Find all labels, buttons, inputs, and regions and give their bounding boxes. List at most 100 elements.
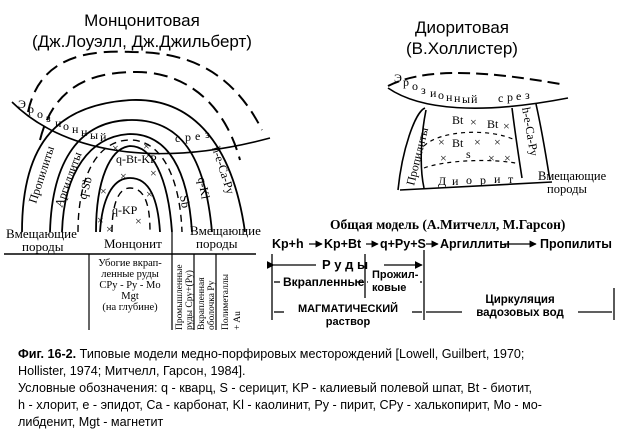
left-host-rocks-right-line2: породы [196,236,238,251]
left-ore-lower-text: Убогие вкрап- ленные руды CPy - Py - Mo … [98,258,162,313]
svg-text:×: × [474,135,481,149]
svg-text:Mgt: Mgt [121,291,139,302]
svg-text:й: й [471,92,478,106]
left-intrusion-label: Монцонит [104,236,162,251]
right-inner-dashed [423,131,521,169]
svg-text:×: × [100,184,107,198]
ore-disseminated-line2: оболочка Py [206,280,217,330]
svg-text:с: с [175,131,180,145]
flow-q-py-s: q+Py+S [380,237,426,251]
left-erosion-surface [11,101,271,155]
magmatic-label-line2: раствор [326,316,371,328]
caption-line-5: либденит, Mgt - магнетит [18,415,164,429]
svg-text:×: × [120,169,127,183]
ores-label: Р у д ы [322,257,368,272]
svg-text:Д: Д [438,174,446,188]
right-bt2-label: Bt [487,117,499,131]
caption-line-3: Условные обозначения: q - кварц, S - сер… [18,381,533,395]
svg-text:н: н [81,125,88,139]
left-authors: (Дж.Лоуэлл, Дж.Джильберт) [32,32,252,51]
svg-text:з: з [421,83,426,97]
right-diorite-label: Д и о р и т [438,172,514,188]
disseminated-label: Вкрапленные [283,275,365,289]
svg-text:×: × [150,166,157,180]
left-q-bt-kp-label: q-Bt-KP [116,152,157,166]
left-q-kp-label: q-KP [112,203,138,217]
svg-text:×: × [504,151,511,165]
right-host-rocks-line2: породы [547,182,587,196]
svg-text:и: и [494,172,501,186]
flow-kp-bt: Kp+Bt [324,237,362,251]
svg-text:Э: Э [18,97,26,111]
svg-text:о: о [438,88,444,102]
svg-text:×: × [146,187,153,201]
caption-fig-label: Фиг. 16-2. [18,347,77,361]
left-cross-markers: ×× ×× ×× ×× × [97,139,157,236]
svg-text:и: и [430,86,437,100]
svg-text:з: з [46,111,51,125]
left-host-rocks-line1: Вмещающие [6,226,77,241]
right-erosion-label: Э р о з и о н н ы й с р е з [394,71,530,106]
svg-text:р: р [28,102,34,116]
svg-text:×: × [112,141,119,155]
left-host-rocks-right-line1: Вмещающие [190,223,261,238]
svg-text:н: н [72,122,79,136]
circulation-label-line1: Циркуляция [485,294,554,306]
svg-text:ленные руды: ленные руды [101,269,159,280]
right-erosion-surface [387,87,569,109]
right-cross-markers: ×× ×× ×× ×× [438,115,511,165]
right-title: Диоритовая [415,18,509,37]
caption-text-1: Типовые модели медно-порфировых месторож… [76,347,525,361]
svg-text:×: × [494,135,501,149]
svg-text:р: р [185,130,191,144]
svg-text:е: е [516,89,521,103]
ore-disseminated-line1: Вкрапленная [197,277,207,330]
svg-text:×: × [106,222,113,236]
svg-text:о: о [37,107,43,121]
left-dashed-zones [27,50,263,161]
svg-text:×: × [143,139,150,153]
svg-text:(на глубине): (на глубине) [102,302,158,313]
svg-text:о: о [466,173,472,187]
caption-line-1: Фиг. 16-2. Типовые модели медно-порфиров… [18,346,618,363]
svg-text:CPy - Py - Mo: CPy - Py - Mo [99,280,160,291]
svg-text:н: н [454,91,461,105]
ore-polymetal-line1: Полиметаллы [221,273,231,330]
models-diagram: Монцонитовая (Дж.Лоуэлл, Дж.Джильберт) Э… [4,11,615,330]
svg-text:р: р [480,173,486,187]
svg-text:н: н [446,90,453,104]
svg-text:р: р [403,75,409,89]
svg-text:×: × [503,119,510,133]
left-h-e-ca-py-label: h-e-Ca-Py [209,145,238,196]
general-brackets [266,250,615,320]
general-model-title: Общая модель (А.Митчелл, М.Гарсон) [330,217,565,232]
svg-text:×: × [440,151,447,165]
svg-text:×: × [438,135,445,149]
svg-text:Убогие вкрап-: Убогие вкрап- [98,258,162,269]
svg-text:ы: ы [90,128,98,142]
svg-text:з: з [525,88,530,102]
caption-line-4: h - хлорит, e - эпидот, Ca - карбонат, K… [18,398,542,412]
svg-text:Э: Э [394,71,402,85]
svg-text:р: р [507,90,513,104]
veins-label-line1: Прожил- [372,269,419,281]
svg-text:×: × [135,214,142,228]
flow-kp-h: Kp+h [272,237,304,251]
flow-argillites: Аргиллиты [440,237,510,251]
left-shells [21,99,246,233]
svg-text:и: и [55,116,62,130]
svg-text:×: × [97,213,104,227]
svg-text:о: о [412,79,418,93]
right-host-rocks-line1: Вмещающие [538,169,607,183]
svg-text:о: о [63,119,69,133]
caption-line-2: Hollister, 1974; Митчелл, Гарсон, 1984]. [18,364,246,378]
circulation-label-line2: вадозовых вод [476,307,564,319]
right-s-label: s [466,147,471,161]
svg-text:×: × [488,151,495,165]
right-authors: (В.Холлистер) [406,39,518,58]
left-host-rocks-line2: породы [22,239,64,254]
right-shells [397,103,551,191]
left-q-kl-label: q-Kl [195,176,213,201]
svg-text:т: т [508,172,514,186]
